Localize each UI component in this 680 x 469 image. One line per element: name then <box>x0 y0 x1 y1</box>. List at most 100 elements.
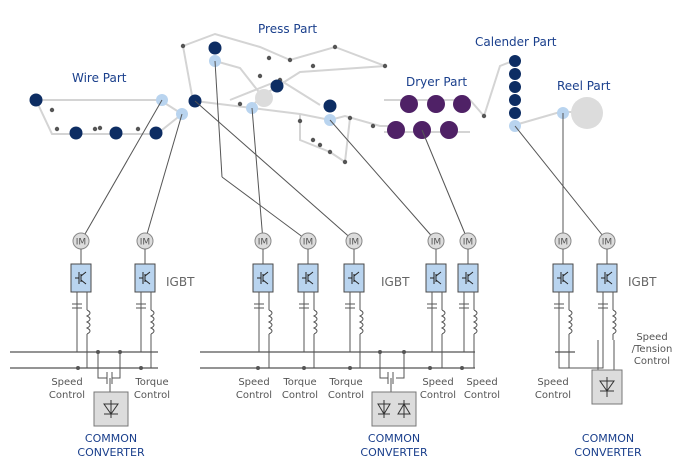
tension-control-label: Speed <box>636 332 667 343</box>
control-labels: Speed Control Torque Control Speed Contr… <box>49 332 672 401</box>
press-roll <box>270 79 284 93</box>
motor-label: IM <box>258 238 268 248</box>
shaft <box>80 99 163 242</box>
motor-label: IM <box>76 238 86 248</box>
inductor-icon <box>358 309 364 335</box>
drive-unit: IM <box>70 232 92 368</box>
guide-roll <box>287 57 293 63</box>
speed-control-label: Speed <box>422 377 453 388</box>
converter-label-2: CONVERTER <box>77 446 145 459</box>
paper-web <box>194 100 395 127</box>
junction <box>348 366 352 370</box>
calender-part-label: Calender Part <box>475 35 557 49</box>
igbt-icon <box>430 271 442 285</box>
conv-wire <box>97 352 107 379</box>
igbt-icon <box>462 271 474 285</box>
igbt-labels: IGBT IGBT IGBT <box>166 275 657 289</box>
thyristor-icon <box>599 377 615 397</box>
reel-part-label: Reel Part <box>557 79 611 93</box>
inductor-icon <box>472 309 478 335</box>
shaft <box>221 176 309 242</box>
calender-roll <box>509 55 521 67</box>
dryer-part-label: Dryer Part <box>406 75 467 89</box>
wire-roll <box>29 93 43 107</box>
guide-roll <box>382 63 388 69</box>
speed-control-label: Speed <box>466 377 497 388</box>
motor-label: IM <box>140 238 150 248</box>
speed-control-label: Speed <box>51 377 82 388</box>
motor-label: IM <box>303 238 313 248</box>
conv-wire <box>112 352 121 379</box>
igbt-icon <box>557 271 569 285</box>
igbt-icon <box>257 271 269 285</box>
speed-control-label: Speed <box>238 377 269 388</box>
press-roll <box>323 99 337 113</box>
torque-control-label: Torque <box>282 377 316 388</box>
guide-roll <box>370 123 376 129</box>
junction <box>302 366 306 370</box>
motor-label: IM <box>602 238 612 248</box>
inductor-icon <box>567 309 573 335</box>
driven-rolls <box>29 41 603 140</box>
calender-roll <box>509 94 521 106</box>
tension-control-label: /Tension <box>632 344 673 355</box>
dryer-cylinder <box>387 121 405 139</box>
felt-lines <box>35 32 588 164</box>
dryer-cylinder <box>453 95 471 113</box>
reel-spool <box>571 97 603 129</box>
drive-shafts <box>80 60 608 242</box>
press-roll <box>208 41 222 55</box>
press-felt-link <box>214 60 263 97</box>
igbt-label: IGBT <box>166 275 195 289</box>
guide-roll <box>481 113 487 119</box>
junction <box>139 366 143 370</box>
torque-control-label: Control <box>328 390 364 401</box>
guide-roll <box>49 107 55 113</box>
converter-wiring <box>97 340 615 392</box>
shaft <box>329 119 437 242</box>
press-large-roll <box>255 89 273 107</box>
speed-control-label: Control <box>420 390 456 401</box>
igbt-icon <box>302 271 314 285</box>
dryer-cylinder <box>427 95 445 113</box>
speed-control-label: Control <box>49 390 85 401</box>
converter-right: COMMON CONVERTER <box>574 369 642 459</box>
junction <box>428 366 432 370</box>
motor-label: IM <box>431 238 441 248</box>
junction <box>76 366 80 370</box>
shaft <box>251 107 264 242</box>
converter-label-2: CONVERTER <box>360 446 428 459</box>
drive-unit: IM <box>552 232 604 369</box>
junction <box>256 366 260 370</box>
guide-roll <box>310 137 316 143</box>
guide-roll <box>317 142 323 148</box>
wire-part-label: Wire Part <box>72 71 127 85</box>
speed-control-label: Control <box>464 390 500 401</box>
guide-rolls <box>49 43 487 165</box>
shaft <box>194 100 355 242</box>
igbt-label: IGBT <box>381 275 410 289</box>
wire-roll <box>149 126 163 140</box>
guide-roll <box>237 101 243 107</box>
thyristor-icon <box>103 400 119 418</box>
inductor-icon <box>440 309 446 335</box>
motor-label: IM <box>349 238 359 248</box>
guide-roll <box>297 118 303 124</box>
torque-control-label: Control <box>134 390 170 401</box>
drive-unit: IM <box>457 232 479 368</box>
calender-roll <box>509 107 521 119</box>
converter-label-1: COMMON <box>582 432 634 445</box>
dc-lead <box>558 340 604 369</box>
shaft <box>514 125 608 242</box>
bus-junctions <box>76 350 464 370</box>
thyristor-icon <box>377 400 391 418</box>
guide-roll <box>310 63 316 69</box>
igbt-icon <box>139 271 151 285</box>
conv-wire <box>379 352 388 379</box>
section-labels: Wire Part Press Part Dryer Part Calender… <box>72 22 611 93</box>
inductor-icon <box>149 309 155 335</box>
drive-unit: IM <box>134 232 156 368</box>
inductor-icon <box>611 309 617 335</box>
drive-unit: IM <box>343 232 365 368</box>
speed-control-label: Control <box>535 390 571 401</box>
